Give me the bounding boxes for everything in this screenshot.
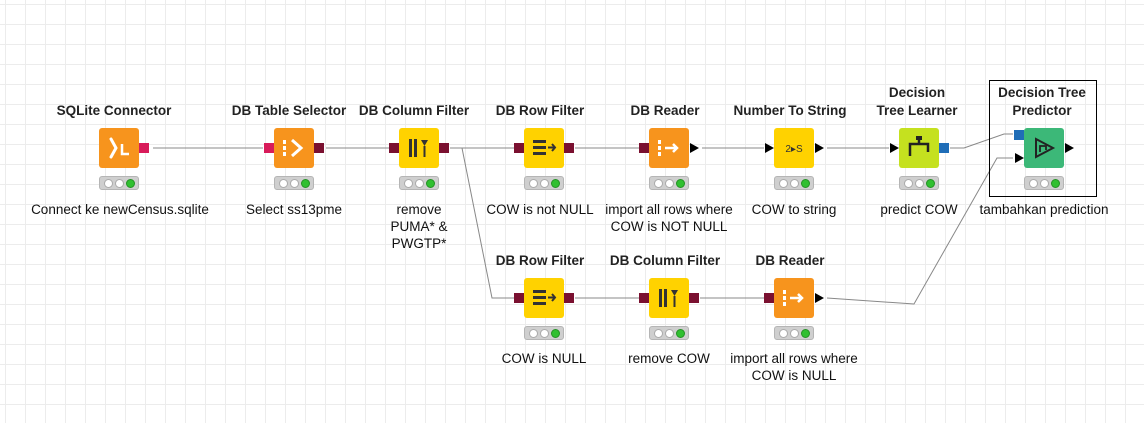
node-number-to-string[interactable]: 2▸S — [765, 128, 824, 190]
port-out-data-table[interactable] — [1065, 143, 1074, 153]
node-caption-reader-1[interactable]: import all rows where COW is NOT NULL — [605, 202, 733, 234]
port-out-db-data[interactable] — [564, 293, 574, 303]
node-decision-tree-predictor[interactable] — [1014, 128, 1074, 190]
node-db-reader-1[interactable] — [639, 128, 699, 190]
port-out-decision-tree-model[interactable] — [939, 143, 949, 153]
connection-learner-to-predictor — [950, 133, 1013, 149]
node-title-tree-learner: Decision Tree Learner — [876, 85, 958, 118]
port-out-db-data[interactable] — [564, 143, 574, 153]
number-to-string-icon: 2▸S — [774, 128, 814, 168]
node-title-row-filter-2: DB Row Filter — [495, 253, 585, 268]
row-filter-icon — [524, 128, 564, 168]
node-decision-tree-learner[interactable] — [890, 128, 949, 190]
decision-tree-predictor-icon — [1024, 128, 1064, 168]
port-out-data-table[interactable] — [690, 143, 699, 153]
port-out-db-data[interactable] — [689, 293, 699, 303]
node-status-traffic-light — [524, 176, 564, 190]
node-db-column-filter-1[interactable] — [389, 128, 449, 190]
node-selection-box — [989, 80, 1097, 197]
node-title-tree-predictor: Decision Tree Predictor — [998, 85, 1086, 118]
connection-colfilter-to-rowfilter2 — [450, 147, 514, 299]
port-in-db-data[interactable] — [639, 293, 649, 303]
node-title-number-to-string: Number To String — [733, 103, 847, 118]
node-status-traffic-light — [649, 176, 689, 190]
port-in-db-connection[interactable] — [264, 143, 274, 153]
node-title-column-filter-1: DB Column Filter — [358, 103, 470, 118]
node-db-column-filter-2[interactable] — [639, 278, 699, 340]
port-in-db-data[interactable] — [764, 293, 774, 303]
db-reader-icon — [649, 128, 689, 168]
port-out-data-table[interactable] — [815, 293, 824, 303]
port-out-data-table[interactable] — [815, 143, 824, 153]
node-caption-tree-learner[interactable]: predict COW — [880, 202, 958, 217]
node-title-reader-2: DB Reader — [755, 253, 825, 268]
node-caption-row-filter-2[interactable]: COW is NULL — [501, 351, 587, 366]
node-db-reader-2[interactable] — [764, 278, 824, 340]
node-status-traffic-light — [99, 176, 139, 190]
node-status-traffic-light — [899, 176, 939, 190]
node-caption-reader-2[interactable]: import all rows where COW is NULL — [730, 351, 858, 383]
port-in-db-data[interactable] — [639, 143, 649, 153]
connection-reader2-to-predictor — [826, 157, 1013, 305]
node-caption-table-selector[interactable]: Select ss13pme — [245, 202, 343, 217]
node-db-row-filter-2[interactable] — [514, 278, 574, 340]
column-filter-icon — [399, 128, 439, 168]
svg-text:2▸S: 2▸S — [785, 144, 803, 155]
port-in-db-data[interactable] — [389, 143, 399, 153]
node-title-reader-1: DB Reader — [630, 103, 700, 118]
node-title-column-filter-2: DB Column Filter — [609, 253, 721, 268]
node-status-traffic-light — [774, 176, 814, 190]
db-reader-icon — [774, 278, 814, 318]
node-status-traffic-light — [1024, 176, 1064, 190]
node-caption-column-filter-2[interactable]: remove COW — [628, 351, 710, 366]
decision-tree-learner-icon — [899, 128, 939, 168]
port-out-db-connection[interactable] — [139, 143, 149, 153]
port-in-decision-tree-model[interactable] — [1014, 130, 1024, 140]
node-caption-number-to-string[interactable]: COW to string — [751, 202, 837, 217]
port-in-data-table[interactable] — [1015, 153, 1024, 163]
node-caption-column-filter-1[interactable]: remove PUMA* & PWGTP* — [390, 202, 448, 251]
port-out-db-data[interactable] — [439, 143, 449, 153]
node-db-row-filter-1[interactable] — [514, 128, 574, 190]
node-title-table-selector: DB Table Selector — [231, 103, 347, 118]
sqlite-connector-icon — [99, 128, 139, 168]
column-filter-icon — [649, 278, 689, 318]
node-caption-row-filter-1[interactable]: COW is not NULL — [486, 202, 594, 217]
node-status-traffic-light — [274, 176, 314, 190]
node-title-row-filter-1: DB Row Filter — [495, 103, 585, 118]
node-title-sqlite-connector: SQLite Connector — [56, 103, 172, 118]
port-in-db-data[interactable] — [514, 143, 524, 153]
port-in-data-table[interactable] — [765, 143, 774, 153]
node-status-traffic-light — [524, 326, 564, 340]
node-sqlite-connector[interactable] — [99, 128, 149, 190]
node-caption-sqlite-connector[interactable]: Connect ke newCensus.sqlite — [31, 202, 209, 217]
node-db-table-selector[interactable] — [264, 128, 324, 190]
row-filter-icon — [524, 278, 564, 318]
node-status-traffic-light — [399, 176, 439, 190]
node-caption-tree-predictor[interactable]: tambahkan prediction — [979, 202, 1109, 217]
node-status-traffic-light — [649, 326, 689, 340]
port-out-db-data[interactable] — [314, 143, 324, 153]
port-in-db-data[interactable] — [514, 293, 524, 303]
node-status-traffic-light — [774, 326, 814, 340]
table-selector-icon — [274, 128, 314, 168]
port-in-data-table[interactable] — [890, 143, 899, 153]
